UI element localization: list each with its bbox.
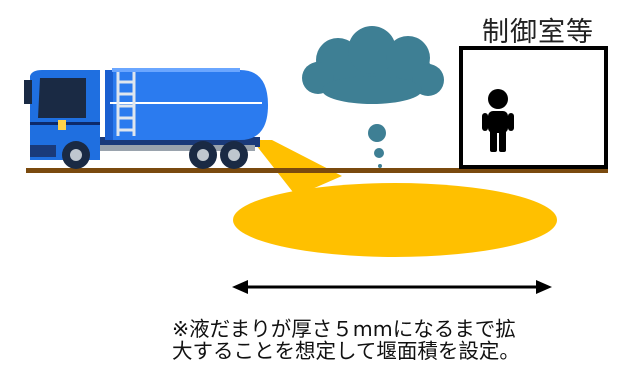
truck-wheels <box>62 141 248 169</box>
spread-arrow <box>232 280 552 294</box>
tank-ladder <box>116 72 136 136</box>
footnote-line-2: 大することを想定して堰面積を設定。 <box>172 339 520 363</box>
footnote-line-1: ※液だまりが厚さ５mmになるまで拡 <box>172 317 516 341</box>
vapor-cloud <box>302 26 444 104</box>
footnote: ※液だまりが厚さ５mmになるまで拡 大することを想定して堰面積を設定。 <box>172 318 612 362</box>
cloud-drop-large <box>368 124 386 142</box>
tank <box>105 70 268 140</box>
person-icon <box>482 89 514 152</box>
control-room-box <box>459 46 608 169</box>
tank-truck <box>24 68 268 169</box>
control-room-label: 制御室等 <box>482 17 594 48</box>
cloud-drop-medium <box>374 148 384 158</box>
ground-line <box>26 168 608 173</box>
cloud-drop-small <box>378 164 382 168</box>
leak-puddle <box>233 183 557 257</box>
